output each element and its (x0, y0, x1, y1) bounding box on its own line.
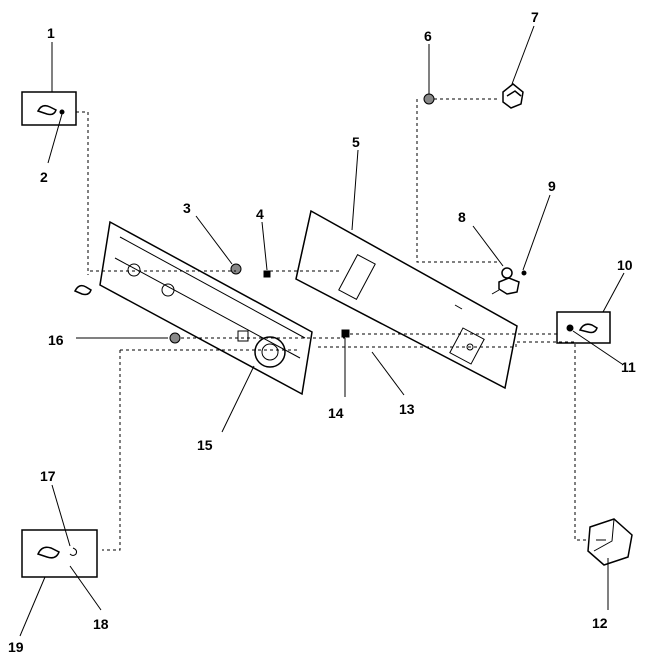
callout-19: 19 (8, 639, 24, 655)
leader-8 (472, 225, 504, 267)
part-1-inset (21, 91, 77, 126)
callout-2: 2 (40, 169, 48, 185)
callout-15: 15 (197, 437, 213, 453)
callout-3: 3 (183, 200, 191, 216)
part-12-timer (587, 518, 633, 566)
callout-13: 13 (399, 401, 415, 417)
callout-5: 5 (352, 134, 360, 150)
leader-11 (572, 330, 623, 365)
callout-9: 9 (548, 178, 556, 194)
leader-10 (602, 272, 625, 313)
leader-3 (195, 215, 233, 265)
leader-15 (221, 365, 255, 433)
leader-13 (371, 351, 405, 396)
callout-10: 10 (617, 257, 633, 273)
callout-12: 12 (592, 615, 608, 631)
part-5-back-panel (295, 209, 518, 390)
part-19-inset (21, 529, 98, 578)
part-2-clip (73, 284, 92, 296)
leader-18 (69, 565, 102, 611)
part-6-knob (423, 93, 435, 105)
part-3-knob (230, 263, 242, 275)
dash-path-6-down (416, 99, 500, 263)
part-16-knob (169, 332, 181, 344)
callout-8: 8 (458, 209, 466, 225)
callout-6: 6 (424, 28, 432, 44)
callout-4: 4 (256, 206, 264, 222)
callout-14: 14 (328, 405, 344, 421)
dash-path-16 (102, 349, 300, 551)
leader-2 (47, 113, 63, 164)
part-7-selector (502, 83, 524, 109)
dash-path-1 (76, 111, 89, 275)
callout-7: 7 (531, 9, 539, 25)
callout-18: 18 (93, 616, 109, 632)
callout-11: 11 (621, 359, 636, 375)
part-15-control-panel (99, 220, 313, 396)
dash-path-13 (318, 341, 595, 541)
dash-path-14 (175, 333, 557, 339)
leader-5 (351, 149, 359, 231)
part-4-spring (263, 270, 271, 278)
leader-7 (511, 25, 535, 85)
part-9-screw (521, 270, 527, 276)
part-14-clip (341, 329, 350, 338)
leader-4 (261, 221, 268, 271)
part-8-switch (491, 267, 520, 295)
leader-17 (51, 484, 71, 547)
callout-17: 17 (40, 468, 56, 484)
callout-16: 16 (48, 332, 64, 348)
leader-9 (522, 194, 551, 271)
leader-19 (19, 576, 46, 637)
callout-1: 1 (47, 25, 55, 41)
